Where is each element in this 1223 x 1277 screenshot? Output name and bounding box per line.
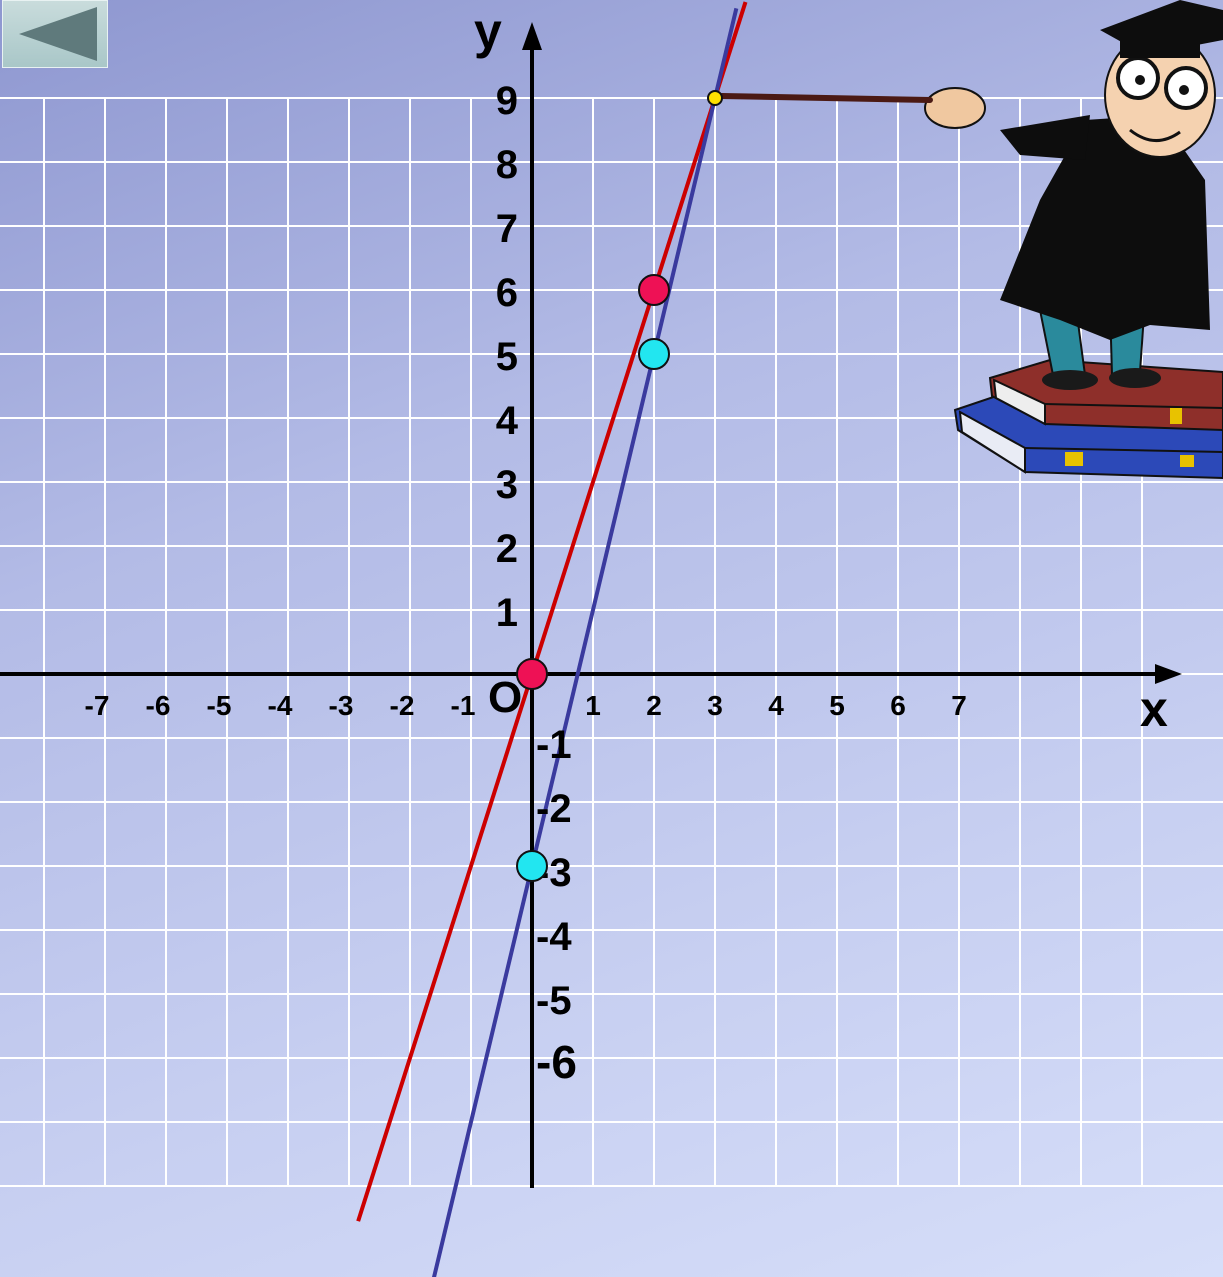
x-tick-label: -1 [451, 690, 476, 721]
x-tick-label: -6 [146, 690, 171, 721]
x-tick-label: -3 [329, 690, 354, 721]
professor-illustration [719, 0, 1223, 480]
x-tick-label: 5 [829, 690, 845, 721]
y-tick-label: 6 [496, 271, 518, 315]
x-axis-label: x [1140, 681, 1168, 737]
red-point-2-6 [638, 274, 670, 306]
x-axis-arrow [1155, 664, 1182, 684]
x-tick-label: 4 [768, 690, 784, 721]
y-tick-label: 5 [496, 335, 518, 379]
x-tick-label: -2 [390, 690, 415, 721]
graph-lines [356, 1, 748, 1277]
y-tick-label: 9 [496, 79, 518, 123]
y-tick-label: 2 [496, 527, 518, 571]
x-tick-label: 6 [890, 690, 906, 721]
y-tick-label: -4 [536, 915, 572, 959]
y-tick-label: 1 [496, 591, 518, 635]
y-tick-label: 4 [496, 399, 519, 443]
triangle-left-icon [19, 7, 97, 61]
x-tick-label: 3 [707, 690, 723, 721]
intersection-point-3-9 [707, 90, 723, 106]
x-tick-label: 1 [585, 690, 601, 721]
x-tick-label: -7 [85, 690, 110, 721]
back-button[interactable] [2, 0, 108, 68]
y-tick-label: 8 [496, 143, 518, 187]
graph-points [516, 90, 723, 882]
cyan-point-0-minus3 [516, 850, 548, 882]
origin-label: O [488, 673, 522, 722]
books-icon [953, 358, 1223, 480]
cyan-point-2-5 [638, 338, 670, 370]
axes [0, 22, 1182, 1188]
y-axis-arrow [522, 22, 542, 50]
x-tick-label: 7 [951, 690, 967, 721]
red-line [356, 1, 748, 1222]
x-tick-label: -5 [207, 690, 232, 721]
blue-line [432, 7, 739, 1277]
y-tick-label: 3 [496, 463, 518, 507]
x-tick-label: 2 [646, 690, 662, 721]
y-tick-label: -2 [536, 787, 572, 831]
y-axis-label: y [474, 3, 502, 59]
red-point-origin [516, 658, 548, 690]
y-tick-label: 7 [496, 207, 518, 251]
y-tick-label: -6 [536, 1036, 577, 1088]
axis-labels: x y O [474, 3, 1168, 737]
y-tick-label: -5 [536, 979, 572, 1023]
x-tick-label: -4 [268, 690, 293, 721]
y-tick-label: -1 [536, 723, 572, 767]
